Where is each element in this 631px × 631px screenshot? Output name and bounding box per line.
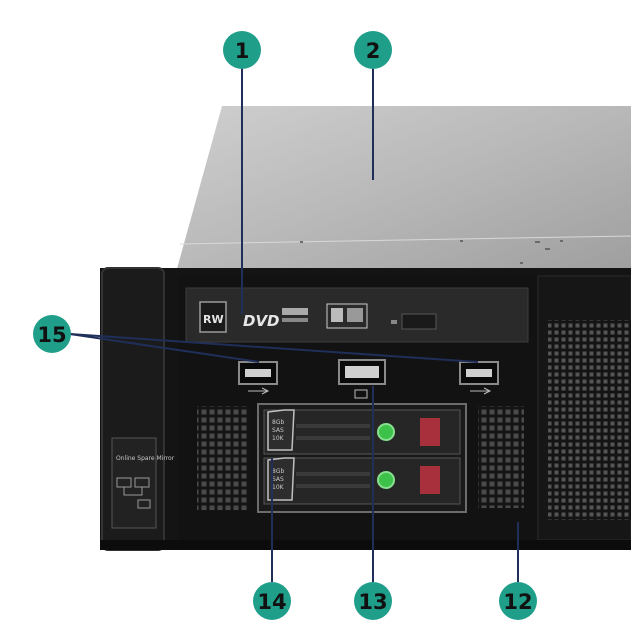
- ear-label: Online Spare Mirror: [116, 455, 175, 462]
- callout-13: 13: [354, 582, 392, 620]
- drive-eject-button[interactable]: [401, 313, 437, 330]
- svg-text:13: 13: [358, 590, 387, 614]
- usb-port-right[interactable]: [459, 361, 499, 385]
- vent-right: [478, 406, 524, 508]
- usb-port-left[interactable]: [238, 361, 278, 385]
- drive-eject-button[interactable]: [420, 418, 440, 446]
- svg-text:14: 14: [257, 590, 286, 614]
- ear-diagram: [116, 477, 151, 509]
- callout-14: 14: [253, 582, 291, 620]
- callout-15: 15: [33, 315, 71, 353]
- svg-text:SAS: SAS: [272, 476, 284, 483]
- svg-text:10K: 10K: [272, 435, 285, 442]
- usb-icon: [248, 387, 270, 395]
- optical-drive: RW DVD: [185, 287, 529, 343]
- svg-text:10K: 10K: [272, 484, 285, 491]
- svg-text:8Gb: 8Gb: [272, 468, 284, 475]
- dvd-logo: DVD: [243, 312, 280, 330]
- svg-text:12: 12: [503, 590, 532, 614]
- drive-led: [377, 471, 395, 489]
- rw-badge: RW: [203, 313, 224, 326]
- chassis-top: [175, 106, 631, 276]
- svg-text:2: 2: [366, 39, 381, 63]
- lid-screws: [300, 240, 563, 264]
- callout-1: 1: [223, 31, 261, 69]
- leader-lines: [69, 68, 519, 582]
- drive-cage: 8Gb SAS 10K 8Gb SAS 10K: [257, 403, 467, 513]
- vent-left: [197, 406, 249, 510]
- video-port-icon: [354, 389, 368, 399]
- callout-2: 2: [354, 31, 392, 69]
- drive-led: [377, 423, 395, 441]
- callout-12: 12: [499, 582, 537, 620]
- drive-eject-button[interactable]: [420, 466, 440, 494]
- svg-text:8Gb: 8Gb: [272, 419, 284, 426]
- video-port[interactable]: [338, 359, 386, 385]
- svg-text:SAS: SAS: [272, 427, 284, 434]
- svg-text:15: 15: [37, 323, 66, 347]
- drive-bay-2[interactable]: 8Gb SAS 10K: [263, 457, 461, 505]
- usb-icon: [470, 387, 492, 395]
- svg-text:1: 1: [235, 39, 250, 63]
- drive-bay-1[interactable]: 8Gb SAS 10K: [263, 409, 461, 455]
